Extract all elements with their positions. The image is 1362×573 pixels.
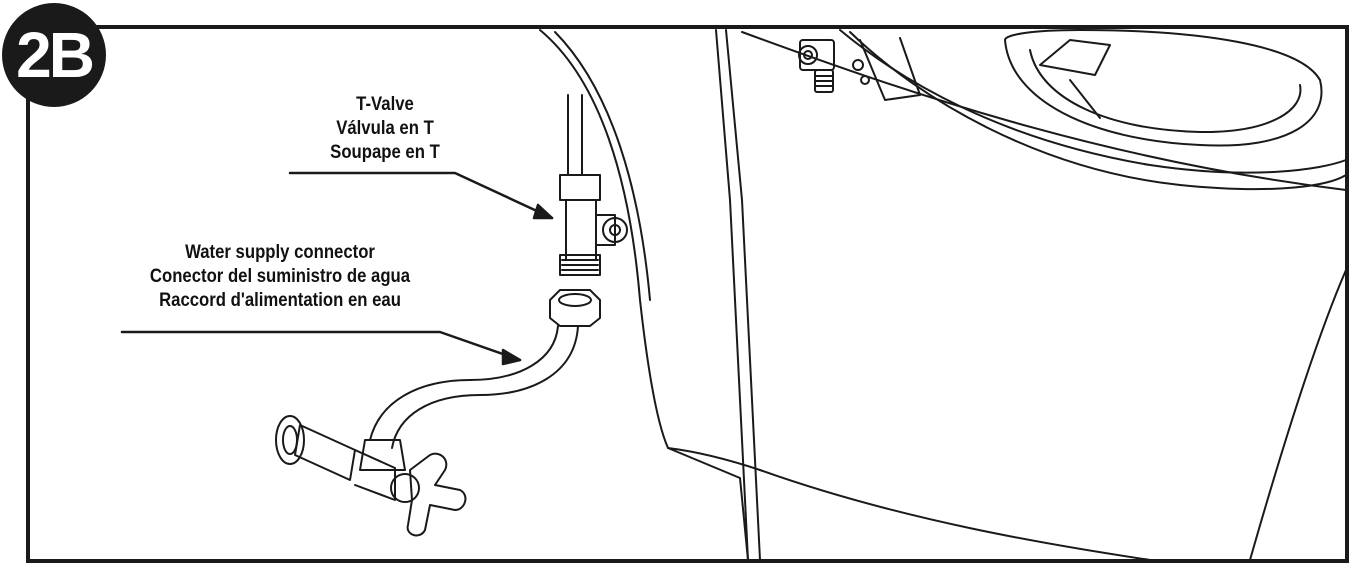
diagram-frame [26,25,1349,563]
water-supply-label-es: Conector del suministro de agua [149,266,411,287]
supply-leader [120,330,522,362]
step-badge: 2B [2,3,106,107]
water-supply-label-en: Water supply connector [185,242,375,263]
t-valve-arrowhead [532,203,554,220]
water-supply-label: Water supply connector Conector del sumi… [139,241,421,313]
t-valve-label-es: Válvula en T [336,118,434,139]
toilet-seat [839,29,1347,191]
callout-leaders [120,171,554,366]
t-valve [559,94,628,276]
seat-fitting [798,39,835,93]
water-supply-label-fr: Raccord d'alimentation en eau [159,290,401,311]
t-valve-label: T-Valve Válvula en T Soupape en T [297,93,473,165]
water-supply-connector [275,289,601,537]
t-valve-leader [288,171,554,220]
t-valve-label-en: T-Valve [356,94,414,115]
toilet-base [539,29,1347,561]
supply-arrowhead [501,348,522,366]
t-valve-label-fr: Soupape en T [330,142,440,163]
